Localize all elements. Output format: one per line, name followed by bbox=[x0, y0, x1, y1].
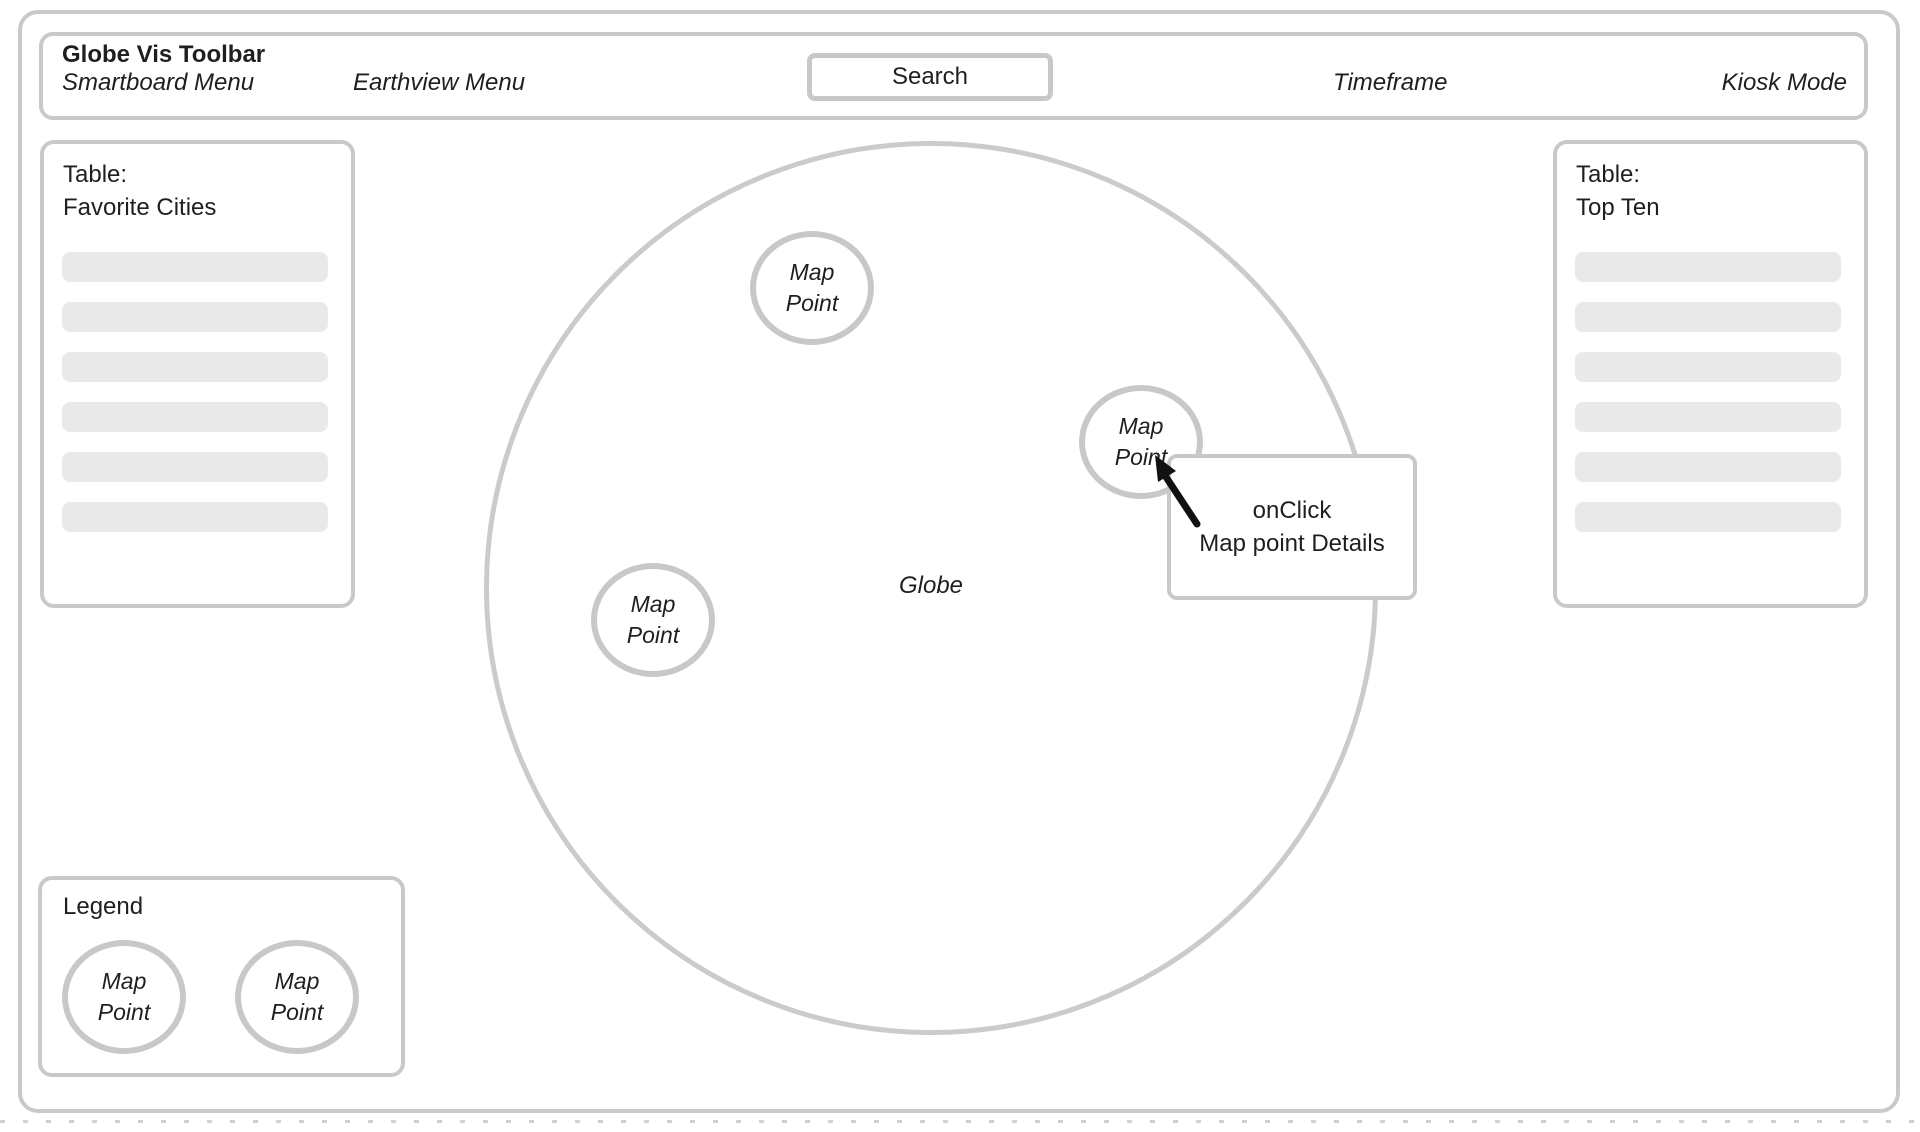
placeholder-row bbox=[1575, 452, 1841, 482]
placeholder-row bbox=[62, 452, 328, 482]
placeholder-row bbox=[1575, 502, 1841, 532]
earthview-menu-item[interactable]: Earthview Menu bbox=[353, 69, 526, 96]
top-ten-table-panel: Table: Top Ten bbox=[1553, 140, 1868, 608]
bottom-perforation-ticks bbox=[0, 1120, 1920, 1123]
panel-title: Table: bbox=[63, 161, 128, 188]
legend-title: Legend bbox=[63, 893, 144, 920]
map-point[interactable]: Map Point bbox=[750, 231, 874, 345]
favorite-cities-table-panel: Table: Favorite Cities bbox=[40, 140, 355, 608]
onclick-annotation-tooltip: onClick Map point Details bbox=[1167, 454, 1417, 600]
smartboard-menu-item[interactable]: Smartboard Menu bbox=[62, 69, 255, 96]
timeframe-menu-item[interactable]: Timeframe bbox=[1333, 69, 1448, 96]
placeholder-rows bbox=[62, 252, 328, 532]
kiosk-mode-menu-item[interactable]: Kiosk Mode bbox=[1721, 69, 1847, 96]
globe-vis-toolbar: Globe Vis Toolbar Smartboard Menu Earthv… bbox=[39, 32, 1868, 120]
panel-subtitle: Favorite Cities bbox=[63, 194, 217, 221]
panel-subtitle: Top Ten bbox=[1576, 194, 1660, 221]
search-label: Search bbox=[891, 63, 969, 90]
placeholder-row bbox=[62, 502, 328, 532]
globe-label: Globe bbox=[898, 572, 964, 599]
placeholder-row bbox=[62, 302, 328, 332]
placeholder-row bbox=[1575, 402, 1841, 432]
placeholder-row bbox=[1575, 302, 1841, 332]
search-input[interactable]: Search bbox=[807, 53, 1053, 101]
placeholder-row bbox=[1575, 352, 1841, 382]
tooltip-line: Map point Details bbox=[1199, 530, 1385, 557]
placeholder-rows bbox=[1575, 252, 1841, 532]
map-point[interactable]: Map Point bbox=[591, 563, 715, 677]
onclick-arrow-icon bbox=[1155, 455, 1201, 528]
panel-title: Table: bbox=[1576, 161, 1641, 188]
toolbar-title: Globe Vis Toolbar bbox=[62, 41, 266, 68]
legend-panel: Legend Map Point Map Point bbox=[38, 876, 405, 1077]
legend-map-point: Map Point bbox=[235, 940, 359, 1054]
tooltip-line: onClick bbox=[1252, 497, 1332, 524]
placeholder-row bbox=[62, 352, 328, 382]
legend-map-point: Map Point bbox=[62, 940, 186, 1054]
placeholder-row bbox=[1575, 252, 1841, 282]
placeholder-row bbox=[62, 402, 328, 432]
placeholder-row bbox=[62, 252, 328, 282]
